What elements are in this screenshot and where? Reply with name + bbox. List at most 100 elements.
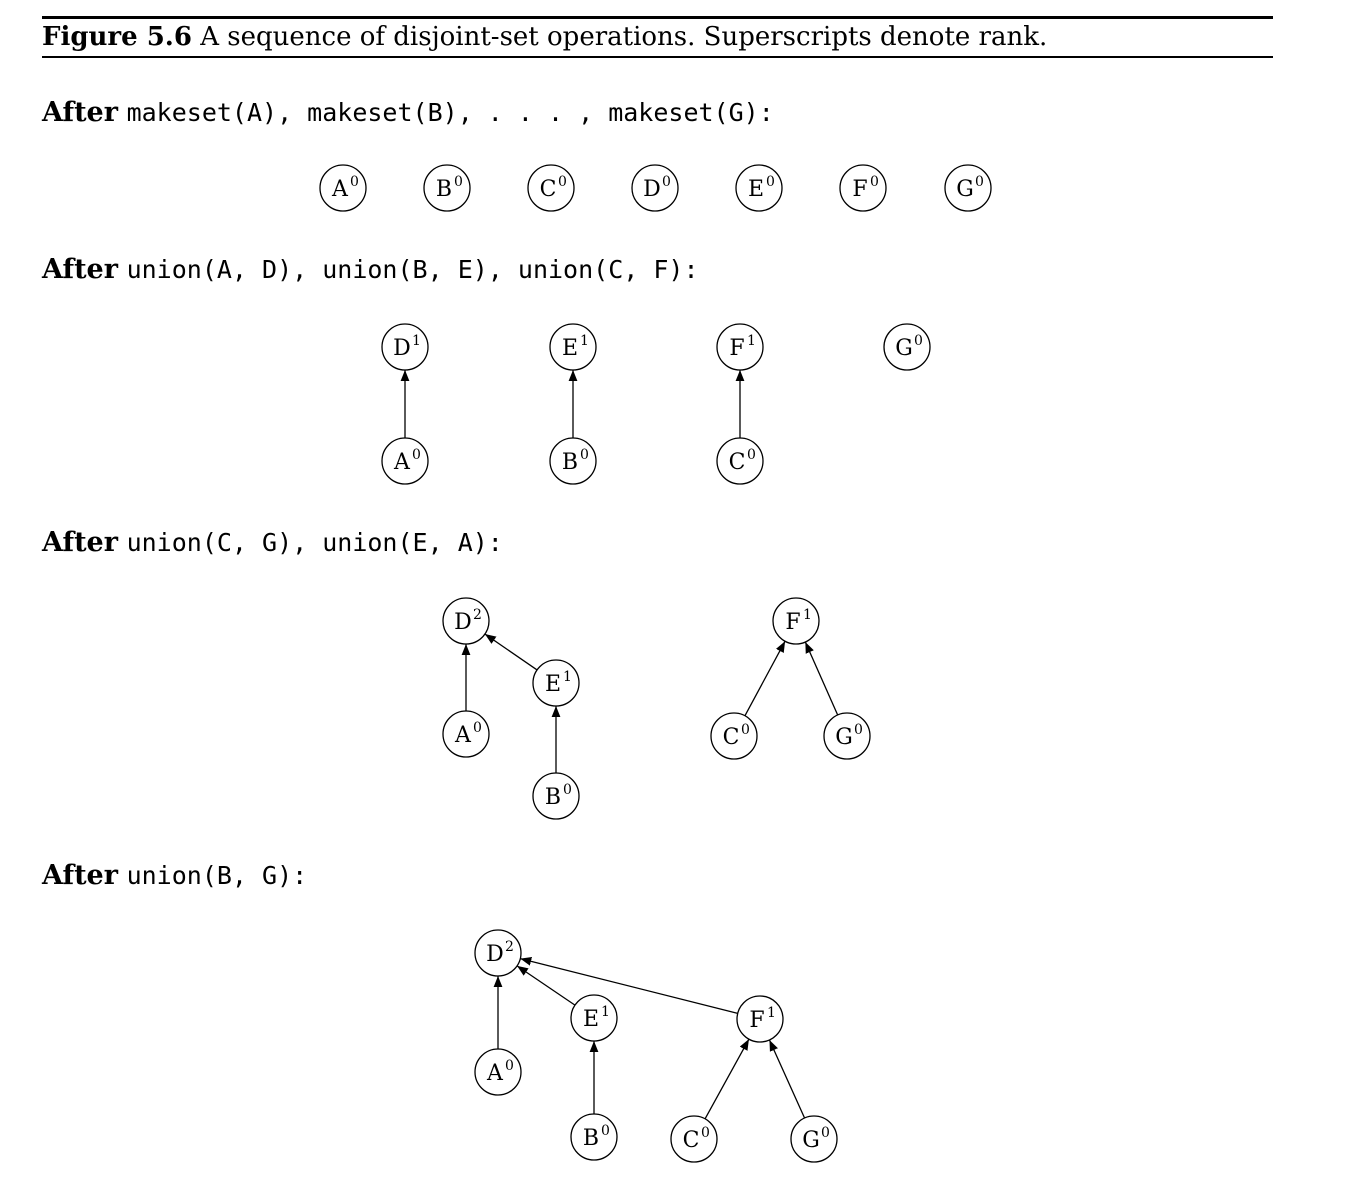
node-circle [532,772,580,820]
node-label: E [545,672,561,697]
node-circle [839,164,887,212]
node-rank-superscript: 0 [454,174,463,190]
node-circle [442,710,490,758]
figure-caption: Figure 5.6 A sequence of disjoint-set op… [42,20,1047,54]
node-label: C [683,1128,700,1153]
node-rank-superscript: 1 [747,333,756,349]
node-circle [423,164,471,212]
caption-top-rule [42,16,1273,19]
stage-1-heading: After makeset(A), makeset(B), . . . , ma… [42,97,774,128]
node-circle [319,164,367,212]
node-rank-superscript: 0 [473,720,482,736]
edge-e-to-d [484,633,538,671]
node-rank-superscript: 0 [914,333,923,349]
edge-f-to-d [520,957,738,1015]
node-circle [883,323,931,371]
node-circle [716,323,764,371]
node-label: A [454,723,472,748]
node-circle [716,437,764,485]
node-circle [790,1115,838,1163]
node-rank-superscript: 1 [563,669,572,685]
node-label: A [331,177,349,202]
node-circle [823,712,871,760]
node-circle [735,164,783,212]
node-circle [527,164,575,212]
node-rank-superscript: 0 [580,447,589,463]
node-circle [381,323,429,371]
node-rank-superscript: 0 [563,782,572,798]
node-label: A [486,1061,504,1086]
node-rank-superscript: 2 [505,939,514,955]
node-circle [670,1115,718,1163]
node-circle [631,164,679,212]
node-rank-superscript: 1 [580,333,589,349]
node-label: D [643,177,661,202]
node-label: B [562,450,578,475]
node-circle [474,1048,522,1096]
node-rank-superscript: 2 [473,607,482,623]
node-circle [532,659,580,707]
node-circle [381,437,429,485]
edge-g-to-f [768,1039,806,1119]
node-circle [944,164,992,212]
node-label: F [785,610,800,635]
node-label: G [956,177,974,202]
node-rank-superscript: 0 [601,1123,610,1139]
node-rank-superscript: 0 [870,174,879,190]
node-circle [736,995,784,1043]
node-circle [570,1113,618,1161]
stage-2-heading: After union(A, D), union(B, E), union(C,… [42,254,699,285]
node-label: G [895,336,913,361]
edge-e-to-d [516,965,576,1006]
node-rank-superscript: 0 [741,722,750,738]
node-label: C [723,725,740,750]
node-rank-superscript: 0 [747,447,756,463]
node-label: E [748,177,764,202]
stage-3-heading: After union(C, G), union(E, A): [42,527,503,558]
node-label: B [436,177,452,202]
node-label: D [393,336,411,361]
node-rank-superscript: 0 [854,722,863,738]
node-circle [710,712,758,760]
node-rank-superscript: 0 [505,1058,514,1074]
stage-2-operations: union(A, D), union(B, E), union(C, F): [126,255,699,284]
node-circle [442,597,490,645]
edge-c-to-f [744,640,786,717]
node-circle [570,994,618,1042]
node-rank-superscript: 0 [821,1125,830,1141]
stage-4-operations: union(B, G): [126,861,308,890]
node-label: G [835,725,853,750]
node-circle [549,323,597,371]
node-circle [474,929,522,977]
edge-g-to-f [804,641,839,716]
stage-4-heading: After union(B, G): [42,860,308,891]
caption-text: A sequence of disjoint-set operations. S… [200,22,1048,52]
node-label: B [583,1126,599,1151]
node-label: G [802,1128,820,1153]
node-circle [772,597,820,645]
node-rank-superscript: 0 [412,447,421,463]
node-circle [549,437,597,485]
